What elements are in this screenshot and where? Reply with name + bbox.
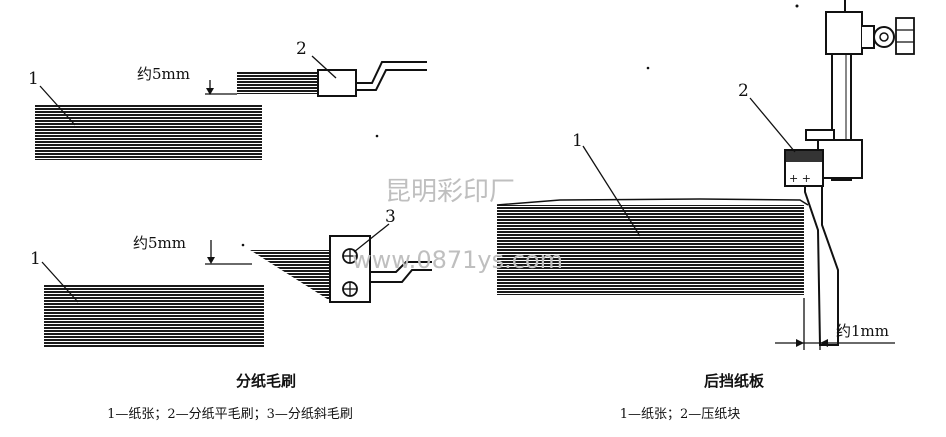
speck-3 [375,134,379,138]
bottom-label-3-leader [353,223,390,253]
right-label-1-leader [582,145,641,237]
right-caption-legend: 1—纸张；2—压纸块 [620,407,741,422]
right-paper-stack [497,205,804,295]
right-label-1: 1 [572,131,583,151]
flat-brush-arm-outer [356,69,427,91]
top-label-1: 1 [28,69,39,89]
top-clamp-nut [895,17,915,55]
paper-press-block-housing [817,139,863,179]
top-label-1-leader [39,85,76,126]
top-label-2-leader [311,55,337,79]
right-caption-title: 后挡纸板 [704,372,765,390]
flat-brush-clamp [317,69,357,97]
bottom-gap-label: 约5mm [133,234,186,252]
bottom-brush-assembly: 1 3 约5mm [30,207,432,347]
bottom-gap-arrow-head [207,257,215,264]
top-label-2: 2 [296,39,307,59]
speck-1 [795,4,799,8]
top-gap-label: 约5mm [137,65,190,83]
flat-brush-arm [356,61,427,84]
watermark-line-2: www.0871ys.com [352,246,563,274]
gap-arrow-right [820,339,828,347]
gap-1mm-label: 约1mm [836,322,889,340]
left-caption-title: 分纸毛刷 [236,372,296,390]
right-label-2-leader [749,97,796,153]
top-clamp-arm [862,25,875,49]
bottom-paper-stack [44,285,264,347]
left-caption-legend: 1—纸张；2—分纸平毛刷；3—分纸斜毛刷 [107,407,353,422]
speck-4 [241,243,245,247]
press-block-screw-marks: + + [789,172,811,185]
slanted-brush-arm [370,261,432,273]
gap-arrow-left [796,339,804,347]
top-clamp-bolt-inner [879,32,889,42]
bottom-label-3: 3 [385,207,396,227]
watermark-line-1: 昆明彩印厂 [385,177,515,207]
top-clamp-head [825,11,863,55]
slanted-brush-arm-outer [370,269,432,283]
flat-brush-bristles [237,72,320,94]
top-gap-arrow-head [206,88,214,95]
top-brush-assembly: 1 2 约5mm [28,39,427,160]
slanted-brush-bristles [250,250,332,302]
speck-2 [646,66,650,70]
bottom-label-1: 1 [30,249,41,269]
bottom-label-1-leader [41,261,79,303]
paper-press-block-shade [785,150,823,162]
top-paper-stack [35,105,262,160]
right-label-2: 2 [738,81,749,101]
rear-stop-assembly: + + 1 2 约1mm [496,0,915,350]
rear-stop-plate [804,185,839,346]
stack-top-edge [496,198,809,206]
paper-press-bracket [805,129,835,141]
